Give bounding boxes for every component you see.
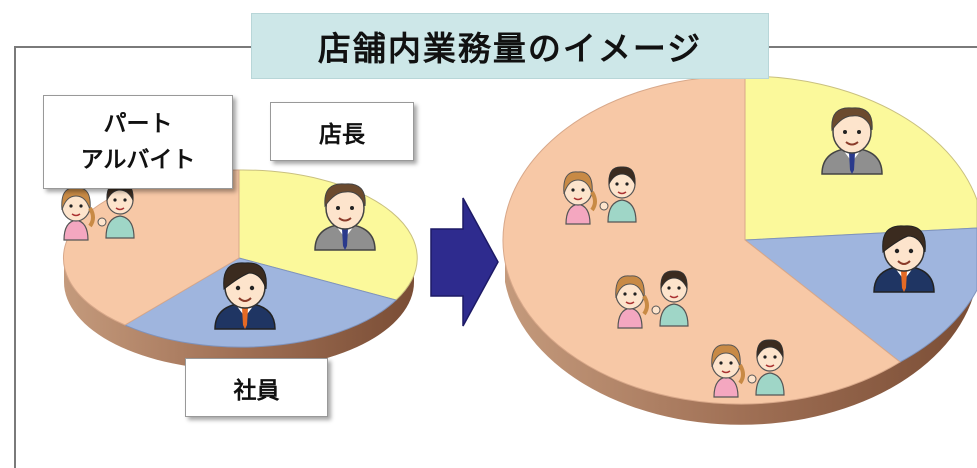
label-employee: 社員 [185,358,328,417]
small-pie-chart [59,169,418,370]
label-part-line2: アルバイト [80,147,196,173]
label-part-timers: パート アルバイト [43,95,233,189]
label-manager: 店長 [270,102,414,161]
right-arrow-icon [430,197,499,327]
small-slice-employee [123,257,397,348]
workload-diagram [59,74,977,425]
label-part-line1: パート [103,111,173,137]
large-slice-part-main [502,75,901,405]
large-pie-chart [502,74,977,425]
diagram-title: 店舗内業務量のイメージ [252,14,768,78]
